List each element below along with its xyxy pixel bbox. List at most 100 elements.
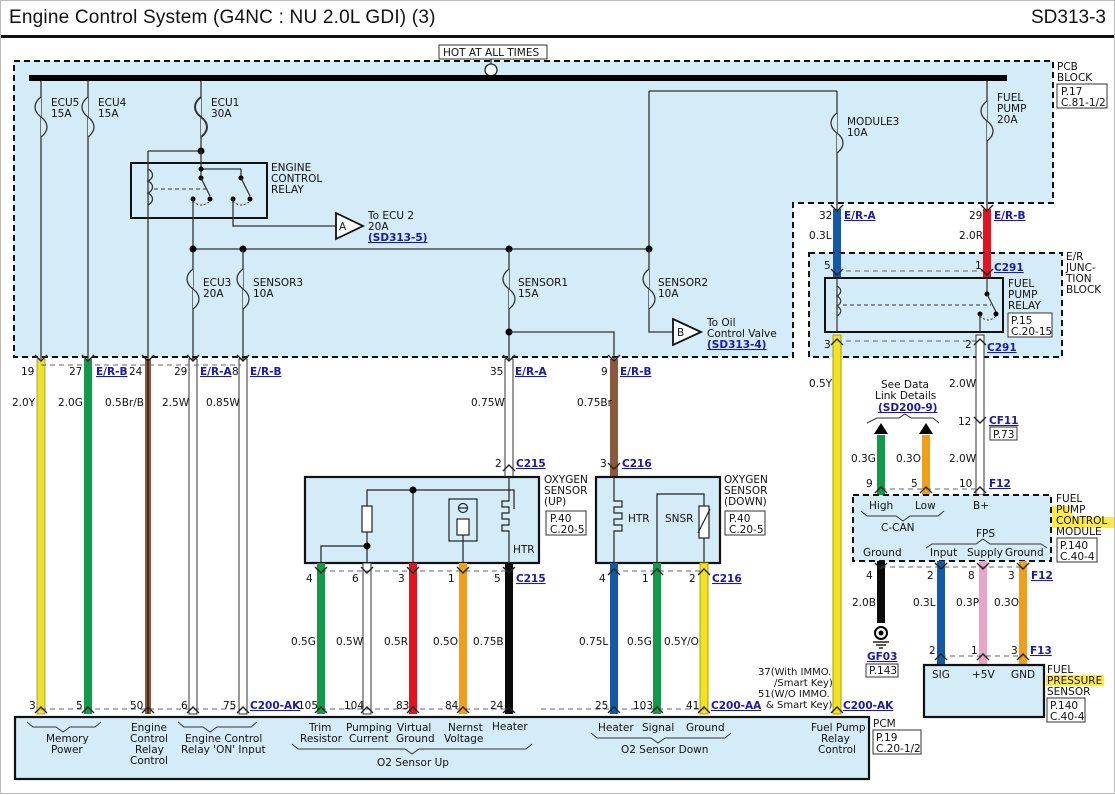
wire-yellow bbox=[36, 358, 46, 715]
chevron-icon bbox=[830, 706, 844, 714]
chevron-icon bbox=[81, 354, 95, 362]
heater-label: HTR bbox=[628, 513, 650, 525]
pin-note-4: & Smart Key) bbox=[766, 700, 833, 711]
connector-link-cf11[interactable]: CF11 bbox=[989, 415, 1019, 427]
pumping-label-2: Current bbox=[349, 733, 388, 745]
pin-number: 1 bbox=[975, 260, 982, 272]
fuse-name: ECU1 bbox=[211, 97, 239, 109]
wire-size: 2.0W bbox=[949, 453, 977, 465]
wire-size: 0.75B bbox=[473, 636, 504, 648]
data-link-sd200-9[interactable]: (SD200-9) bbox=[878, 402, 937, 414]
connector-link-c215-2[interactable]: C215 bbox=[516, 573, 546, 585]
pcm-pin: 103 bbox=[633, 700, 653, 712]
connector-link-c291[interactable]: C291 bbox=[994, 262, 1024, 274]
see-data-label: See Data bbox=[881, 379, 929, 391]
sig-label: SIG bbox=[932, 669, 950, 681]
o2-sensor-down-label: O2 Sensor Down bbox=[621, 744, 708, 756]
connector-link-c216[interactable]: C216 bbox=[622, 458, 652, 470]
diagram-code: SD313-3 bbox=[1031, 7, 1106, 28]
chevron-icon bbox=[874, 562, 888, 570]
junction-label-4: BLOCK bbox=[1066, 284, 1102, 296]
fuse-rating: 10A bbox=[253, 288, 274, 300]
pin-number: 8 bbox=[232, 366, 239, 378]
chevron-icon bbox=[360, 566, 374, 574]
chevron-icon bbox=[406, 566, 420, 574]
relay-on-input-label: Engine Control bbox=[185, 733, 262, 745]
wire-size: 2.5W bbox=[162, 397, 190, 409]
connector-link-er-a-4[interactable]: E/R-A bbox=[844, 210, 876, 222]
sensor-label-3: SENSOR bbox=[1047, 686, 1090, 698]
connector-chevrons bbox=[34, 204, 1030, 714]
connector-link-f12[interactable]: F12 bbox=[989, 478, 1011, 490]
chevron-icon bbox=[1016, 653, 1030, 661]
pumping-label: Pumping bbox=[346, 722, 392, 734]
connector-link-c200-ak-2[interactable]: C200-AK bbox=[843, 700, 894, 712]
sensor-label: SNSR bbox=[665, 513, 693, 525]
connector-link-c200-aa[interactable]: C200-AA bbox=[711, 700, 762, 712]
fuse-rating: 30A bbox=[211, 108, 232, 120]
fuel-pump-relay-control-label: Fuel Pump bbox=[811, 722, 866, 734]
nernst-label: Nernst bbox=[448, 722, 483, 734]
fuse-rating: 15A bbox=[98, 108, 119, 120]
pcm-pin: 105 bbox=[298, 700, 318, 712]
pin-note-3: 51(W/O IMMO. bbox=[758, 689, 830, 700]
pin-number: 32 bbox=[819, 210, 832, 222]
pcm-module: PCM P.19 C.20-1/2 Memory Power Engine Co… bbox=[13, 715, 922, 781]
pin-number: 4 bbox=[599, 573, 606, 585]
connector-link-c215[interactable]: C215 bbox=[516, 458, 546, 470]
chevron-icon bbox=[973, 416, 987, 424]
offpage-connector-b[interactable]: B To Oil Control Valve (SD313-4) bbox=[672, 317, 777, 351]
chevron-icon bbox=[980, 204, 994, 212]
fuse-rating: 10A bbox=[658, 288, 679, 300]
connector-link-c216-2[interactable]: C216 bbox=[712, 573, 742, 585]
connector-link-er-b-4[interactable]: E/R-B bbox=[994, 210, 1025, 222]
o2-down-label: OXYGEN bbox=[724, 474, 768, 486]
connector-link-f13[interactable]: F13 bbox=[1030, 645, 1052, 657]
wire-green bbox=[84, 359, 92, 714]
ref-connector: C.40-4 bbox=[1050, 711, 1085, 723]
ref-page: P.140 bbox=[1060, 540, 1088, 552]
pin-number: 5 bbox=[911, 478, 918, 490]
o2-down-wires: 4 1 2 C216 0.75L 0.5G 0.5Y/O 25 103 41 C… bbox=[541, 562, 762, 715]
connector-link-c200-ak[interactable]: C200-AK bbox=[250, 700, 301, 712]
fpcm-lower-wires: 4 2 8 3 F12 2.0B 0.3L 0.3P 0.3O GF03 P.1… bbox=[852, 561, 1053, 678]
wire-size: 0.5R bbox=[384, 636, 408, 648]
connector-link-er-b-3[interactable]: E/R-B bbox=[620, 366, 651, 378]
chevron-icon bbox=[456, 706, 470, 714]
pin-number: 2 bbox=[689, 573, 696, 585]
power-source-terminal bbox=[484, 63, 498, 77]
relay-label: FUEL bbox=[1008, 278, 1034, 290]
ecr-label-3: Relay bbox=[135, 744, 164, 756]
offpage-link-sd313-5[interactable]: (SD313-5) bbox=[368, 232, 427, 244]
offpage-connector-a[interactable]: A To ECU 2 20A (SD313-5) bbox=[335, 210, 427, 244]
fuse-rating: 20A bbox=[997, 114, 1018, 126]
chevron-icon bbox=[976, 653, 990, 661]
offpage-link-sd313-4[interactable]: (SD313-4) bbox=[707, 339, 766, 351]
connector-link-er-b-2[interactable]: E/R-B bbox=[250, 366, 281, 378]
ground-link-gf03[interactable]: GF03 bbox=[867, 651, 897, 663]
oxygen-sensor-up: HTR OXYGEN SENSOR (UP) P.40 C.20-5 bbox=[303, 474, 588, 565]
connector-link-er-b[interactable]: E/R-B bbox=[96, 366, 127, 378]
see-data-label-2: Link Details bbox=[875, 390, 936, 402]
pcm-pin: 41 bbox=[686, 700, 699, 712]
left-wire-harness: 19 27 E/R-B 24 29 E/R-A 8 E/R-B 2.0Y 2.0… bbox=[12, 358, 301, 715]
right-upper-wires: 32 E/R-A 0.3L 29 E/R-B 2.0R bbox=[809, 209, 1025, 273]
trim-label: Trim bbox=[308, 722, 331, 734]
chevron-icon bbox=[236, 354, 250, 362]
connector-link-er-a[interactable]: E/R-A bbox=[200, 366, 232, 378]
connector-link-c291-2[interactable]: C291 bbox=[987, 342, 1017, 354]
pin-number: 8 bbox=[968, 570, 975, 582]
module-label: FUEL bbox=[1056, 493, 1082, 505]
page-title: Engine Control System (G4NC : NU 2.0L GD… bbox=[9, 7, 436, 28]
pin-number: 6 bbox=[352, 573, 359, 585]
chevron-icon bbox=[456, 566, 470, 574]
pcb-block-label: PCB bbox=[1057, 61, 1078, 73]
chevron-icon bbox=[81, 706, 95, 714]
ref-page: P.19 bbox=[876, 732, 897, 744]
connector-link-f12-2[interactable]: F12 bbox=[1031, 570, 1053, 582]
chevron-icon bbox=[650, 568, 664, 576]
ecr-label-4: Control bbox=[130, 755, 168, 767]
module-label-2: PUMP bbox=[1056, 504, 1085, 516]
chevron-icon bbox=[697, 706, 711, 714]
connector-link-er-a-3[interactable]: E/R-A bbox=[515, 366, 547, 378]
